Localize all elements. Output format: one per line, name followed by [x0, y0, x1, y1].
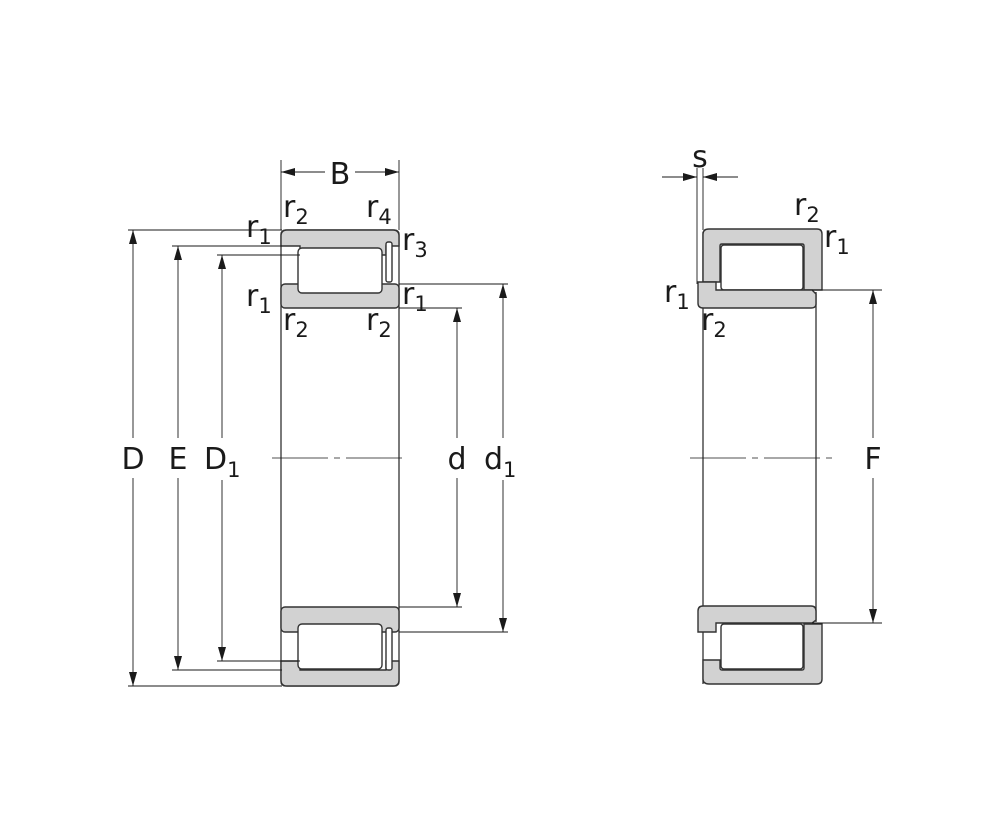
arrow-d1-top [499, 284, 507, 298]
arrow-E-top [174, 246, 182, 260]
label-bg-B [325, 156, 355, 190]
side-outer-ring-bottom [702, 623, 823, 685]
label-d: d [447, 442, 466, 477]
arrow-D1-bottom [218, 647, 226, 661]
label-D1-sub: 1 [227, 458, 240, 482]
label-r4-top-right: r4 [366, 190, 392, 229]
label-d1-sub: 1 [503, 458, 516, 482]
label-s: s [692, 140, 708, 175]
arrow-B-left [281, 168, 295, 176]
label-bg-D [118, 438, 148, 478]
side-inner-ring-top [697, 281, 817, 309]
label-D: D [121, 442, 144, 477]
side-roller-top [720, 244, 804, 291]
label-D1: D1 [204, 442, 240, 482]
label-r3-outer-right: r3 [402, 223, 428, 262]
label-B: B [330, 157, 351, 192]
label-r2-bottom-right: r2 [366, 303, 392, 342]
label-r1-inner-left: r1 [246, 279, 272, 318]
label-D1-base: D [204, 442, 227, 477]
arrow-D1-top [218, 255, 226, 269]
front-view: B D E D1 d d1 r2 r4 r1 r3 r1 r1 r2 r2 [118, 156, 520, 687]
side-roller-bottom [720, 623, 804, 670]
label-side-r2-left-lower: r2 [701, 303, 727, 342]
label-r1-outer-left: r1 [246, 210, 272, 249]
arrow-d-top [453, 308, 461, 322]
front-roller-bottom [297, 623, 383, 670]
side-outer-ring-top [702, 228, 823, 291]
arrow-D-bottom [129, 672, 137, 686]
label-d1-base: d [484, 442, 503, 477]
label-side-r1-left: r1 [664, 275, 690, 314]
arrow-F-top [869, 290, 877, 304]
arrow-F-bottom [869, 609, 877, 623]
label-bg-E [164, 438, 192, 478]
front-roller-top [297, 247, 383, 294]
side-view: s F r2 r1 r1 r2 [662, 140, 888, 685]
label-bg-F [858, 438, 888, 478]
arrow-d1-bottom [499, 618, 507, 632]
label-d1: d1 [484, 442, 516, 482]
label-bg-D1 [203, 438, 245, 480]
label-r2-top-left: r2 [283, 190, 309, 229]
label-E: E [169, 442, 188, 477]
front-lip-bottom [385, 627, 393, 671]
arrow-E-bottom [174, 656, 182, 670]
arrow-D-top [129, 230, 137, 244]
side-inner-ring-bottom [697, 605, 817, 633]
label-bg-d1 [484, 438, 520, 480]
arrow-s-left [683, 173, 697, 181]
arrow-d-bottom [453, 593, 461, 607]
label-r1-inner-right: r1 [402, 277, 428, 316]
front-outer-ring-bottom [280, 660, 400, 687]
label-bg-d [443, 438, 471, 478]
label-side-r2-top-right: r2 [794, 188, 820, 227]
label-side-r1-right: r1 [824, 220, 850, 259]
label-r2-bottom-left: r2 [283, 303, 309, 342]
arrow-s-right [703, 173, 717, 181]
arrow-B-right [385, 168, 399, 176]
front-lip-top [385, 241, 393, 283]
label-F: F [864, 442, 881, 477]
